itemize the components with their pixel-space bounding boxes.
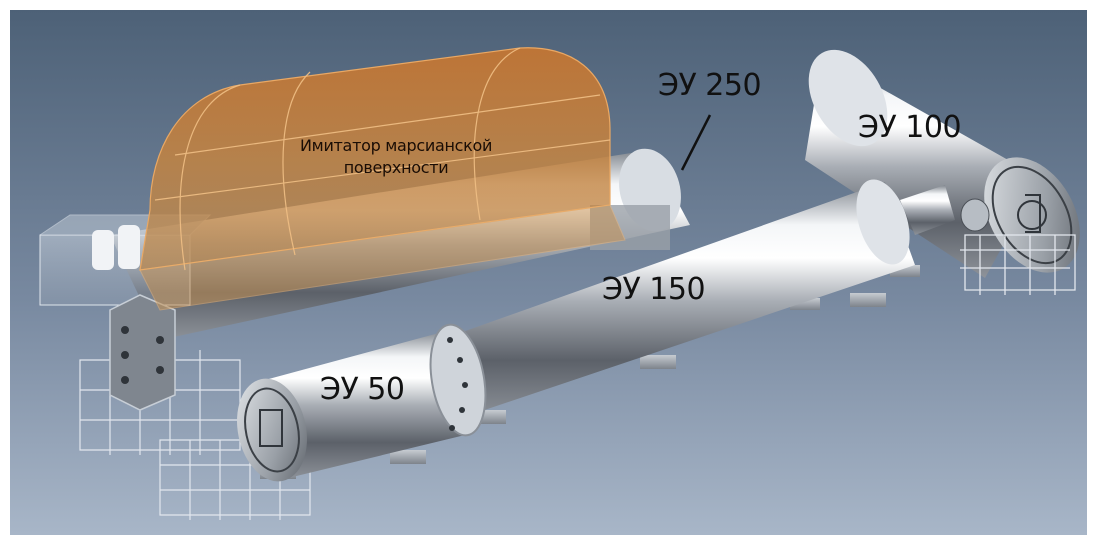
eu250-label: ЭУ 250 — [658, 68, 762, 103]
mars-simulator-label: Имитатор марсианской поверхности — [300, 135, 492, 179]
eu50-label: ЭУ 50 — [320, 372, 405, 407]
eu100-frame — [960, 234, 1076, 295]
installation-illustration — [10, 10, 1087, 535]
mars-simulator-label-line1: Имитатор марсианской — [300, 136, 493, 155]
eu100-label: ЭУ 100 — [858, 110, 962, 145]
support-foot — [850, 293, 886, 307]
eu150-label: ЭУ 150 — [602, 272, 706, 307]
eu50-chamber — [237, 323, 487, 482]
support-foot — [390, 450, 426, 464]
mars-simulator-dome — [139, 47, 626, 311]
eu150-chamber — [440, 179, 990, 424]
support-foot — [640, 355, 676, 369]
mars-simulator-label-line2: поверхности — [343, 158, 449, 177]
diagram-stage: Имитатор марсианской поверхности ЭУ 250 … — [10, 10, 1087, 535]
eu250-pointer-line — [680, 114, 712, 171]
